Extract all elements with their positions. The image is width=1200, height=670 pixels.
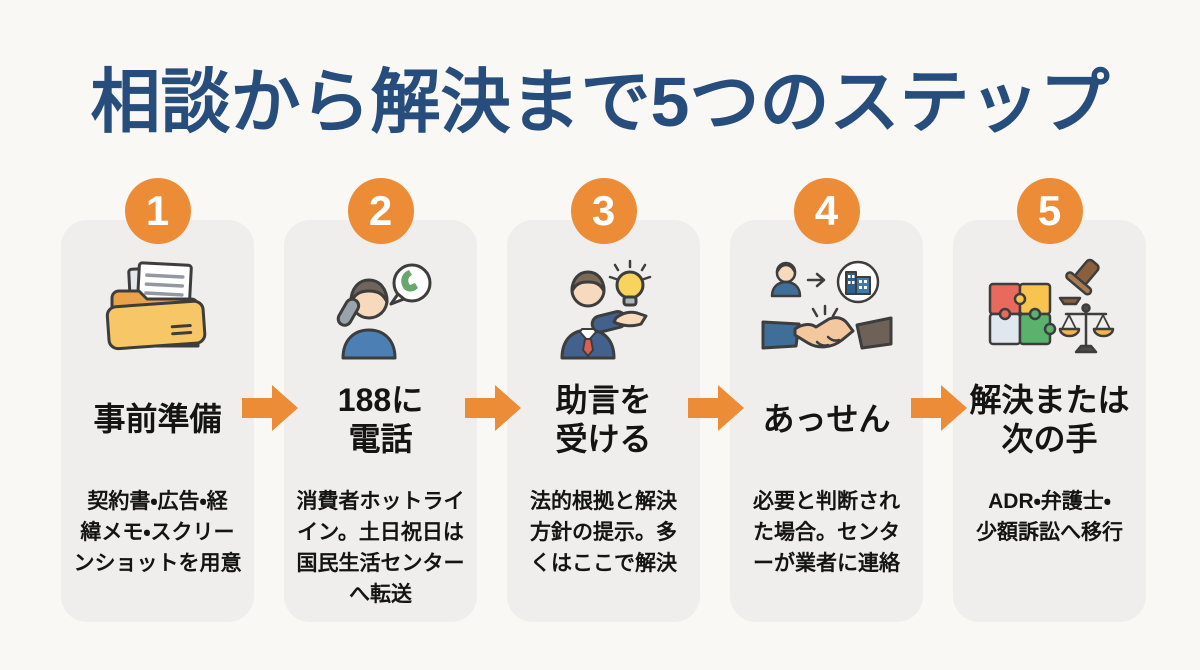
step-number: 1: [145, 187, 170, 234]
step-5-description: ADR・弁護士・ 少額訴訟へ移行: [976, 490, 1123, 544]
step-number: 2: [368, 187, 393, 234]
step-number: 5: [1037, 187, 1062, 234]
step-3-number-badge: 3: [570, 178, 637, 244]
documents-folder-icon: [92, 258, 224, 368]
step-2-card: 2 188に 電話 消費者ホットライ イン。土日祝日は 国民生: [284, 178, 477, 622]
step-4-heading: あっせん: [762, 401, 891, 438]
step-5-number-badge: 5: [1016, 178, 1083, 244]
flow-arrow-2-icon: [465, 385, 521, 431]
advisor-lightbulb-icon: [538, 258, 670, 368]
step-number: 4: [814, 187, 839, 234]
flow-arrow-3-icon: [688, 385, 744, 431]
step-1-heading: 事前準備: [93, 401, 222, 438]
step-4-description: 必要と判断され た場合。センタ ーが業者に連絡: [753, 490, 900, 575]
step-3-card: 3: [507, 178, 700, 622]
step-3-heading: 助言を 受ける: [555, 381, 652, 457]
step-3-description: 法的根拠と解決 方針の提示。多 くはここで解決: [530, 490, 677, 575]
step-5-card: 5: [953, 178, 1146, 622]
step-2-number-badge: 2: [347, 178, 414, 244]
step-2-heading: 188に 電話: [337, 381, 424, 457]
puzzle-gavel-scales-icon: [984, 258, 1116, 368]
flow-arrow-1-icon: [242, 385, 298, 431]
step-5-heading: 解決または 次の手: [969, 381, 1130, 457]
page-title: 相談から解決まで5つのステップ: [90, 63, 1110, 141]
step-2-description: 消費者ホットライ イン。土日祝日は 国民生活センター へ転送: [296, 490, 465, 606]
phone-call-icon: [315, 258, 447, 368]
step-4-number-badge: 4: [793, 178, 860, 244]
step-number: 3: [591, 187, 616, 234]
step-1-number-badge: 1: [124, 178, 191, 244]
flow-arrow-4-icon: [911, 385, 967, 431]
step-4-card: 4: [730, 178, 923, 622]
step-1-description: 契約書・広告・経 緯メモ・スクリー ンショットを用意: [73, 490, 242, 575]
handshake-icon: [761, 258, 893, 368]
step-1-card: 1: [61, 178, 254, 622]
